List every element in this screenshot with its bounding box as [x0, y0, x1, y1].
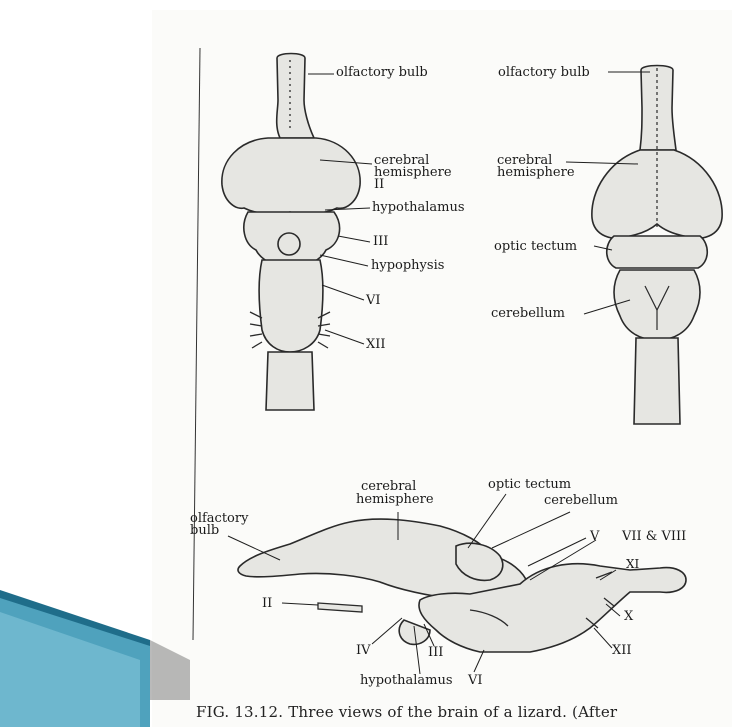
label-lateral-bulb: bulb — [190, 524, 219, 537]
label-ventral-nerve-vi: VI — [366, 294, 381, 307]
label-lateral-nerve-ii: II — [262, 597, 272, 610]
label-lateral-cerebellum: cerebellum — [544, 494, 618, 507]
label-lateral-hemisphere: hemisphere — [356, 493, 434, 506]
label-lateral-nerve-v: V — [590, 530, 599, 543]
label-ventral-hypophysis: hypophysis — [371, 259, 444, 272]
label-lateral-optic-tectum: optic tectum — [488, 478, 571, 491]
label-dorsal-olfactory-bulb: olfactory bulb — [498, 66, 590, 79]
figure-caption: FIG. 13.12. Three views of the brain of … — [196, 703, 736, 721]
label-lateral-nerve-vi: VI — [468, 674, 483, 687]
label-ventral-olfactory-bulb: olfactory bulb — [336, 66, 428, 79]
label-ventral-nerve-xii: XII — [366, 338, 386, 351]
label-lateral-hypothalamus: hypothalamus — [360, 674, 453, 687]
label-lateral-nerve-vii-viii: VII & VIII — [622, 530, 686, 543]
label-lateral-nerve-iii: III — [428, 646, 443, 659]
label-ventral-hypothalamus: hypothalamus — [372, 201, 465, 214]
label-lateral-nerve-iv: IV — [356, 644, 371, 657]
label-ventral-nerve-ii: II — [374, 178, 384, 191]
label-dorsal-optic-tectum: optic tectum — [494, 240, 577, 253]
label-dorsal-hemisphere: hemisphere — [497, 166, 575, 179]
label-dorsal-cerebellum: cerebellum — [491, 307, 565, 320]
label-lateral-nerve-x: X — [624, 610, 633, 623]
label-lateral-nerve-xi: XI — [626, 558, 639, 571]
label-lateral-nerve-xii: XII — [612, 644, 632, 657]
label-ventral-hemisphere: hemisphere — [374, 166, 452, 179]
label-ventral-nerve-iii: III — [373, 235, 388, 248]
